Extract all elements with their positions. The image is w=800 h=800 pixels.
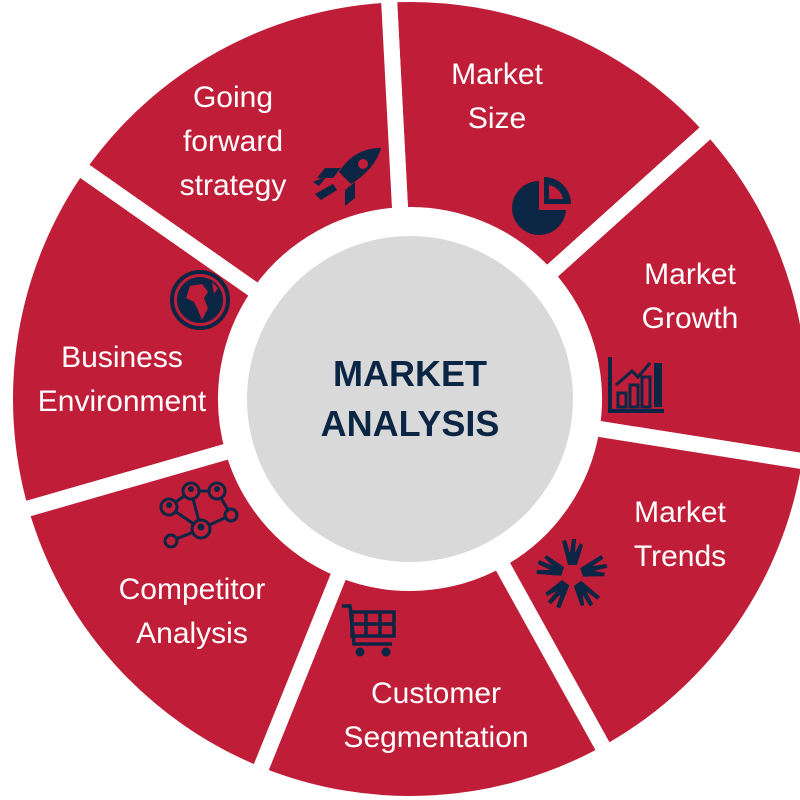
globe-icon: [170, 270, 230, 330]
center-title-line1: MARKET: [333, 353, 487, 394]
label-line: forward: [182, 125, 284, 158]
segment-market-size: [381, 0, 719, 284]
label-line: Analysis: [136, 617, 248, 650]
label-line: Market: [451, 58, 543, 91]
center-circle: [247, 236, 573, 562]
segment-label-going-forward-strategy: Going forward strategy: [180, 76, 287, 208]
label-line: strategy: [179, 169, 287, 202]
rocket-icon: [313, 148, 381, 206]
label-line: Customer: [370, 677, 502, 710]
segment-going-forward-strategy: [70, 0, 409, 302]
label-line: Size: [467, 102, 527, 135]
segment-competitor-analysis: [12, 441, 350, 783]
hands-circle-icon: [534, 539, 610, 611]
shopping-cart-icon: [342, 604, 396, 657]
label-line: Growth: [641, 302, 739, 335]
label-line: Competitor: [118, 573, 266, 606]
bar-chart-growth-icon: [608, 357, 664, 413]
label-line: Business: [61, 341, 183, 374]
pie-chart-icon: [512, 177, 571, 235]
network-people-icon: [159, 481, 239, 549]
label-line: Market: [634, 496, 726, 529]
segment-market-trends: [491, 419, 800, 762]
label-line: Market: [644, 258, 736, 291]
center-title: MARKET ANALYSIS: [321, 349, 500, 449]
label-line: Trends: [633, 540, 727, 573]
label-line: Environment: [37, 385, 207, 418]
center-title-line2: ANALYSIS: [320, 403, 500, 444]
label-line: Segmentation: [343, 721, 529, 754]
label-line: Going: [192, 81, 274, 114]
segment-customer-segmentation: [250, 551, 615, 800]
